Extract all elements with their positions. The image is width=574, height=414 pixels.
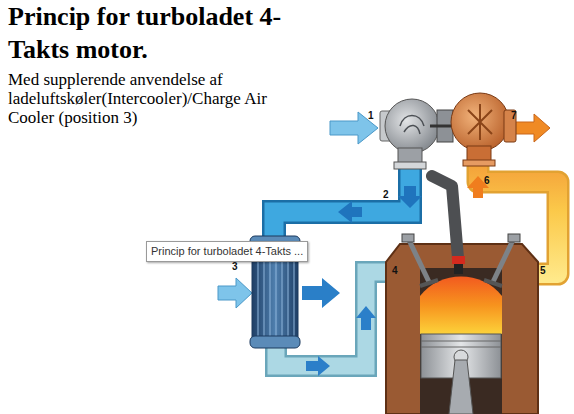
tooltip-text: Princip for turboladet 4-Takts ...: [151, 245, 303, 258]
tooltip-box: Princip for turboladet 4-Takts ...: [146, 241, 308, 262]
cooling-air-arrow: [218, 278, 252, 308]
callout-number: 4: [392, 265, 398, 276]
title: Princip for turboladet 4-Takts motor.: [8, 0, 308, 66]
intercooler-tank: [250, 336, 300, 348]
valve-head: [484, 280, 502, 286]
valve-head: [420, 280, 438, 286]
turbine-housing: [451, 93, 509, 151]
subtitle: Med supplerende anvendelse af ladeluftsk…: [8, 70, 300, 127]
combustion-chamber: [420, 277, 502, 335]
compressor-wheel: [400, 116, 424, 135]
injector-tip: [452, 256, 465, 264]
exhaust-outlet-arrow: [514, 114, 550, 142]
intake-valve: [408, 238, 430, 284]
callout-number: 1: [368, 110, 374, 121]
flange: [463, 160, 495, 166]
flow-arrow: [467, 176, 489, 198]
charge-pipe: [274, 166, 410, 242]
flow-arrow: [306, 356, 330, 376]
exhaust-valve: [492, 238, 514, 284]
cooling-air-arrow: [302, 278, 340, 308]
flow-arrow: [398, 186, 422, 208]
intercooler-fins: [258, 250, 294, 336]
connecting-rod: [449, 360, 473, 414]
piston-rings: [421, 341, 501, 347]
callout-number: 5: [540, 265, 546, 276]
injector: [432, 176, 458, 258]
engine-block: [386, 244, 538, 414]
turbine-wheel: [468, 104, 492, 140]
valve-spring: [402, 234, 414, 242]
valve-spring: [508, 234, 520, 242]
cylinder-bore: [420, 268, 502, 414]
flow-arrow: [356, 306, 376, 330]
callout-number: 7: [511, 110, 517, 121]
flow-arrow: [338, 201, 362, 223]
injector-nozzle: [454, 264, 463, 274]
flange: [394, 162, 426, 169]
callout-number: 6: [484, 175, 490, 186]
charge-pipe-outline: [274, 166, 410, 242]
callout-number: 2: [383, 189, 389, 200]
turbine-outlet: [504, 110, 516, 142]
callout-number: 3: [232, 261, 238, 272]
